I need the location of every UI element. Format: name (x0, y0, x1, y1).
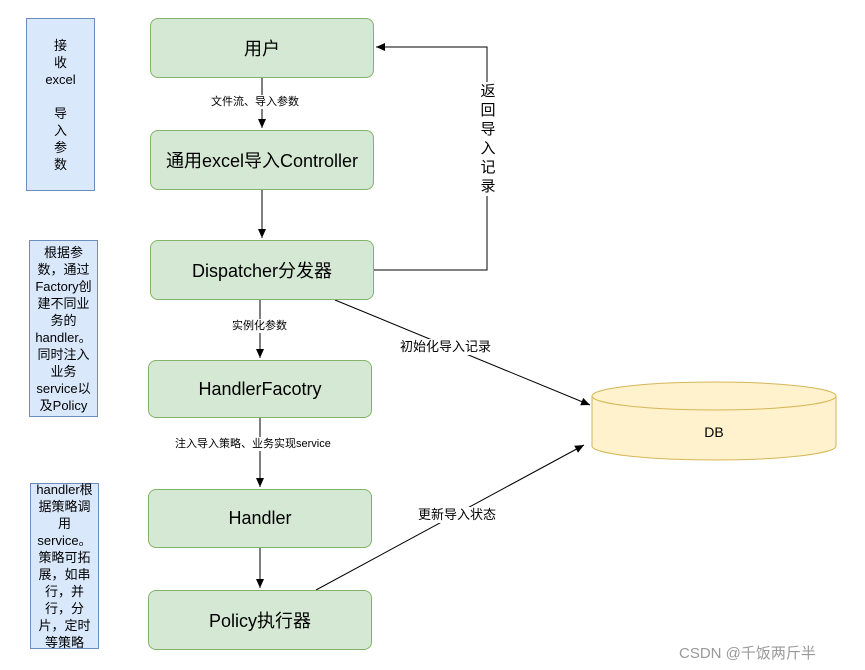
note-handler: handler根 据策略调 用 service。 策略可拓 展，如串 行，并 行… (30, 482, 99, 650)
edge-label-dispatcher-factory: 实例化参数 (232, 319, 287, 333)
watermark: CSDN @千饭两斤半 (679, 645, 816, 662)
user-box: 用户 (150, 18, 374, 78)
policy-box: Policy执行器 (148, 590, 372, 650)
db-cylinder (591, 381, 837, 461)
db-label: DB (704, 424, 724, 440)
handler-box: Handler (148, 489, 372, 548)
factory-box: HandlerFacotry (148, 360, 372, 418)
edge-label-dispatcher-db: 初始化导入记录 (400, 339, 492, 355)
edge-label-user-controller: 文件流、导入参数 (211, 95, 299, 109)
edge-return-record (374, 43, 488, 271)
dispatcher-box: Dispatcher分发器 (150, 240, 374, 300)
note-receive-excel: 接 收 excel 导 入 参 数 (26, 18, 95, 191)
edge-label-factory-handler: 注入导入策略、业务实现service (175, 437, 331, 451)
note-factory: 根据参 数，通过 Factory创 建不同业 务的 handler。 同时注入 … (29, 240, 98, 417)
controller-box: 通用excel导入Controller (150, 130, 374, 190)
edge-label-return-record: 返 回 导 入 记 录 (478, 82, 498, 196)
edge-label-policy-db: 更新导入状态 (418, 507, 497, 523)
